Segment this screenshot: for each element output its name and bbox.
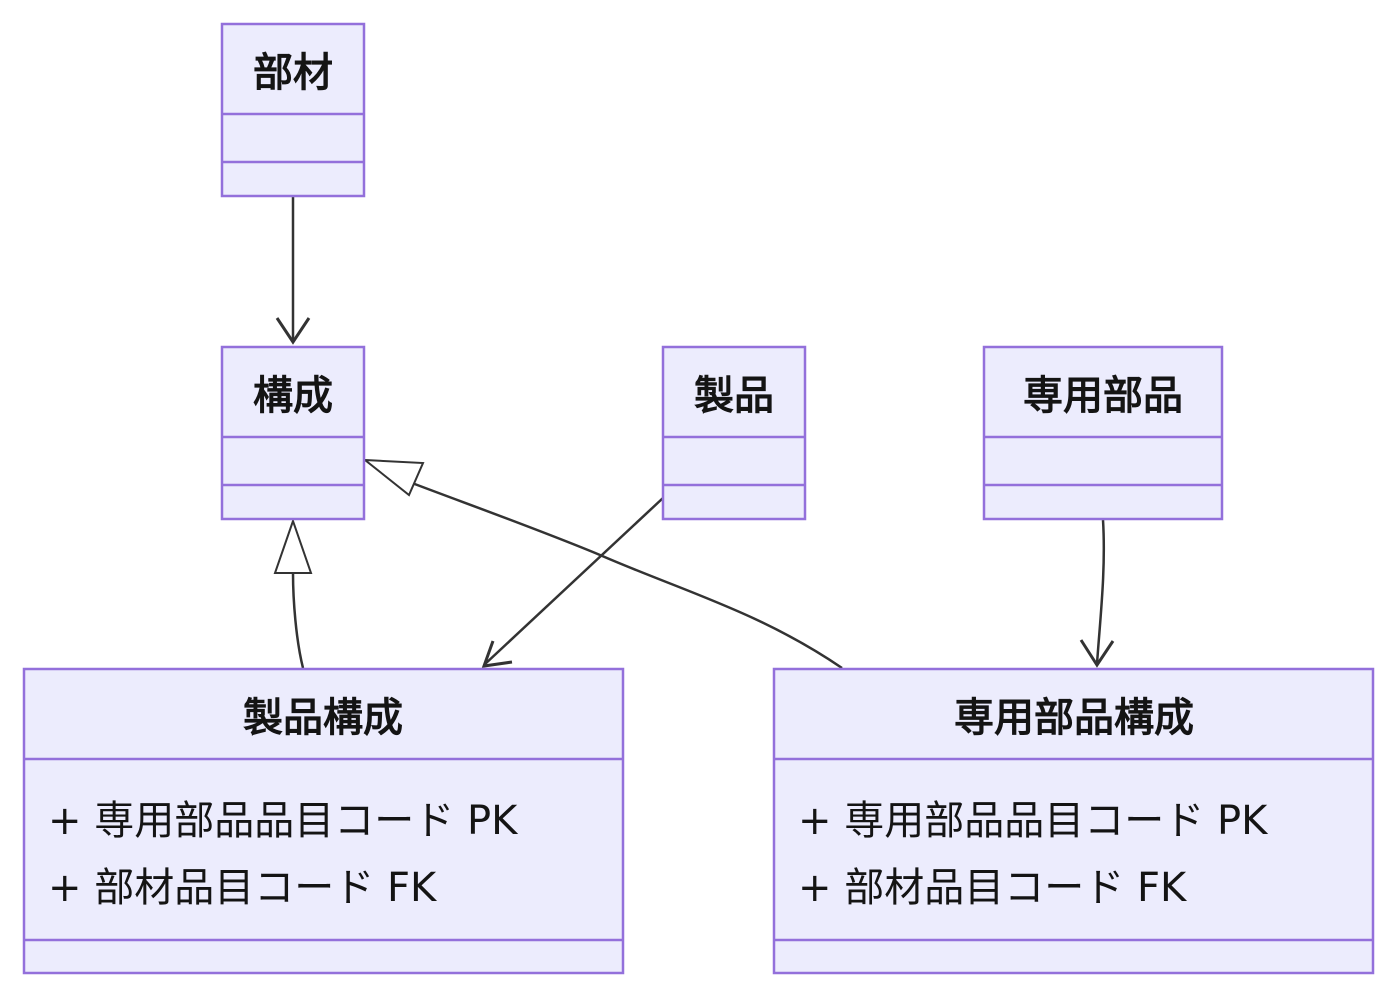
- class-seihin-kousei[interactable]: 製品構成 + 専用部品品目コード PK + 部材品目コード FK: [22, 667, 625, 975]
- class-attribute: + 部材品目コード FK: [48, 865, 438, 911]
- class-seihin[interactable]: 製品: [661, 345, 807, 521]
- class-senyou-buhin[interactable]: 専用部品: [982, 345, 1224, 521]
- edge-seihin-to-seihin-kousei: [481, 497, 664, 668]
- class-title: 部材: [253, 50, 333, 96]
- arrowhead-open-icon: [481, 640, 513, 668]
- class-title: 構成: [253, 373, 333, 419]
- class-senyou-buhin-kousei[interactable]: 専用部品構成 + 専用部品品目コード PK + 部材品目コード FK: [772, 667, 1375, 975]
- class-attribute: + 専用部品品目コード PK: [48, 798, 519, 844]
- inheritance-triangle-icon: [361, 458, 425, 497]
- class-attribute: + 部材品目コード FK: [798, 865, 1188, 911]
- class-title: 製品: [694, 373, 774, 419]
- inheritance-triangle-icon: [273, 517, 313, 574]
- class-buzai[interactable]: 部材: [220, 22, 366, 198]
- class-title: 専用部品: [1023, 373, 1183, 419]
- edge-seihin-kousei-to-kousei: [273, 517, 313, 669]
- edge-buzai-to-kousei: [275, 197, 311, 345]
- edge-senyou-buhin-to-senyou-buhin-kousei: [1079, 519, 1115, 668]
- class-title: 専用部品構成: [954, 695, 1194, 741]
- arrowhead-open-icon: [275, 317, 311, 345]
- edges: [273, 197, 1115, 670]
- class-kousei[interactable]: 構成: [220, 345, 366, 521]
- class-title: 製品構成: [243, 695, 403, 741]
- class-attribute: + 専用部品品目コード PK: [798, 798, 1269, 844]
- arrowhead-open-icon: [1079, 639, 1115, 668]
